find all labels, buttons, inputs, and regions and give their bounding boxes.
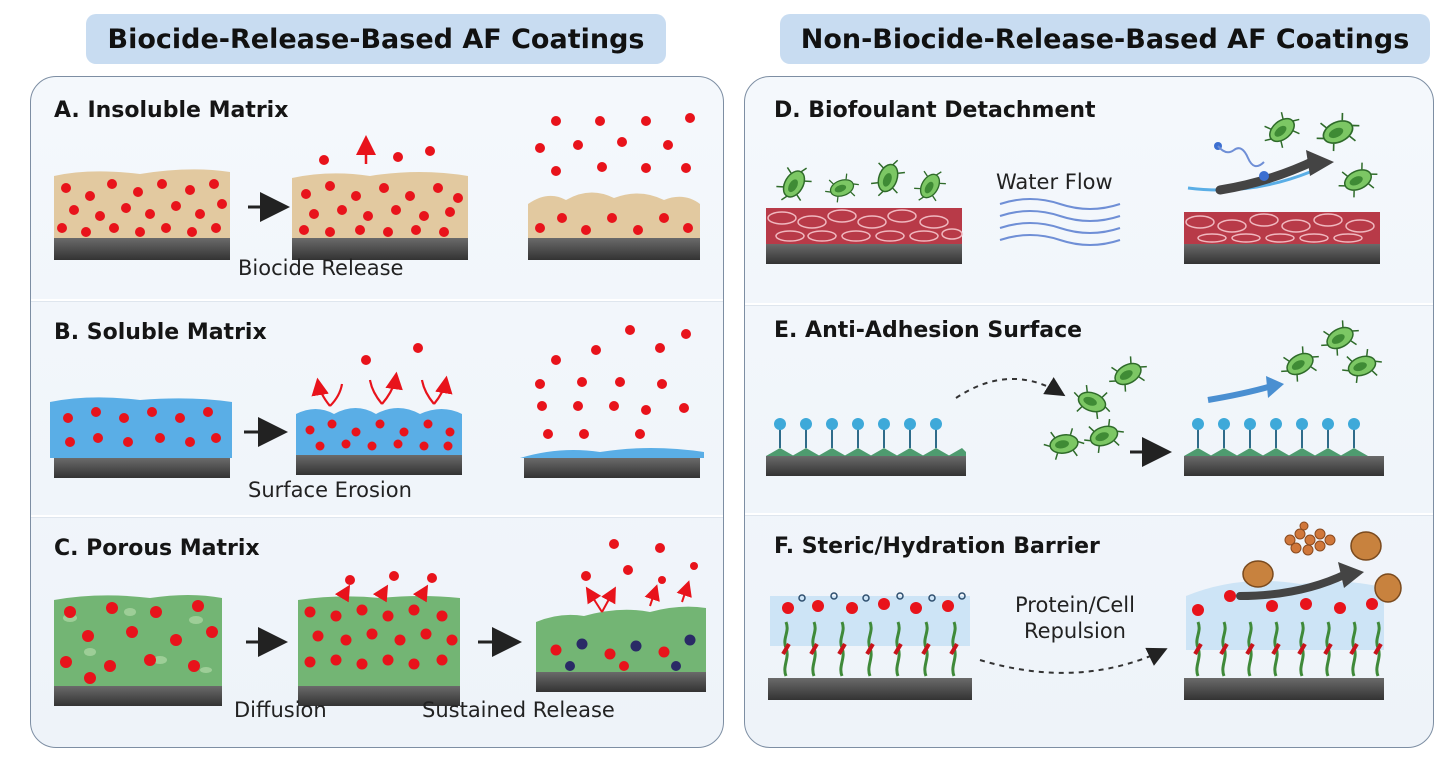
anti-adhesion-brushes [766,418,966,456]
substrate [292,238,468,260]
detached-bacteria [1256,105,1383,202]
panel-a-illustration [54,113,700,260]
biocide-particles [299,181,463,237]
soluble-matrix [50,397,232,458]
biocide-particles [304,604,458,670]
row-divider [745,513,1433,515]
eroded-matrix [520,448,704,458]
substrate [54,686,222,706]
released-biocide-cloud [535,113,695,176]
released-biocide-cloud [535,325,691,439]
approach-arrow [955,377,1066,399]
row-divider [31,299,723,301]
substrate [54,238,230,260]
panel-c-title: C. Porous Matrix [54,536,260,561]
remaining-biocide [535,213,693,235]
detached-protein [1214,142,1269,181]
substrate [528,238,700,260]
biofilm-texture [767,209,963,242]
panel-e-title: E. Anti-Adhesion Surface [774,318,1083,343]
substrate [536,672,706,692]
panel-f-caption: Protein/Cell Repulsion [1000,592,1150,644]
porous-matrix [298,596,460,686]
released-biocide [361,343,423,365]
repelled-bacteria [1041,351,1154,463]
insoluble-matrix [292,172,468,238]
panel-b-caption: Surface Erosion [248,478,412,502]
repel-arrow [1236,570,1350,600]
sustained-release-particles [581,539,698,584]
panel-d-illustration [766,105,1383,264]
repelled-bacteria [1274,315,1387,387]
panel-a-title: A. Insoluble Matrix [54,98,289,123]
substrate [298,686,460,706]
repelled-proteins [1284,521,1336,556]
porous-matrix [54,595,222,686]
biocide-particles [305,419,455,451]
header-non-biocide-release: Non-Biocide-Release-Based AF Coatings [780,14,1430,64]
biofilm-layer [766,208,962,244]
panel-f-title: F. Steric/Hydration Barrier [774,534,1100,559]
panel-f-caption-line2: Repulsion [1024,619,1126,643]
panel-c-caption-sustained: Sustained Release [422,698,615,722]
water-flow-waves [999,198,1121,246]
insoluble-matrix [54,169,230,238]
panel-f-illustration [768,521,1402,700]
biocide-particles [57,179,227,237]
panel-c-illustration [54,539,706,706]
water-molecules [798,592,966,602]
released-biocide [319,146,435,165]
detachment-arrowhead [1306,150,1334,176]
substrate [524,458,700,478]
repulsion-arrow [979,647,1168,674]
repel-arrowhead [1338,562,1364,588]
panel-e-illustration [766,315,1387,476]
substrate [766,456,966,476]
header-biocide-release: Biocide-Release-Based AF Coatings [86,14,666,64]
repelled-cells [1242,531,1402,603]
biofilm-texture [1185,213,1375,243]
row-divider [31,515,723,517]
diffusing-biocide [334,571,437,603]
depleted-pores [550,634,696,671]
substrate [1184,244,1380,264]
sustained-release-arrows [585,580,692,613]
erosion-arrows [311,371,453,407]
panel-d-caption: Water Flow [996,170,1113,194]
detachment-arrow [1215,155,1321,195]
substrate [296,455,462,475]
barrier-heads [782,598,954,614]
panel-c-caption-diffusion: Diffusion [234,698,327,722]
substrate [1184,678,1384,700]
repel-arrowhead [1266,376,1284,398]
repel-arrow [1207,383,1273,403]
anti-adhesion-brushes [1184,418,1368,456]
panel-a-caption: Biocide Release [238,256,404,280]
barrier-heads [1192,590,1378,616]
substrate [1184,456,1384,476]
substrate [54,458,230,478]
panel-b-title: B. Soluble Matrix [54,320,267,345]
bacteria [771,153,951,210]
row-divider [745,303,1433,305]
panel-b-illustration [50,325,704,478]
biocide-particles [63,407,221,447]
panel-d-title: D. Biofoulant Detachment [774,98,1096,123]
panel-f-caption-line1: Protein/Cell [1015,593,1135,617]
substrate [768,678,972,700]
substrate [766,244,962,264]
matrix-pores [63,608,212,673]
biocide-particles [60,600,218,684]
